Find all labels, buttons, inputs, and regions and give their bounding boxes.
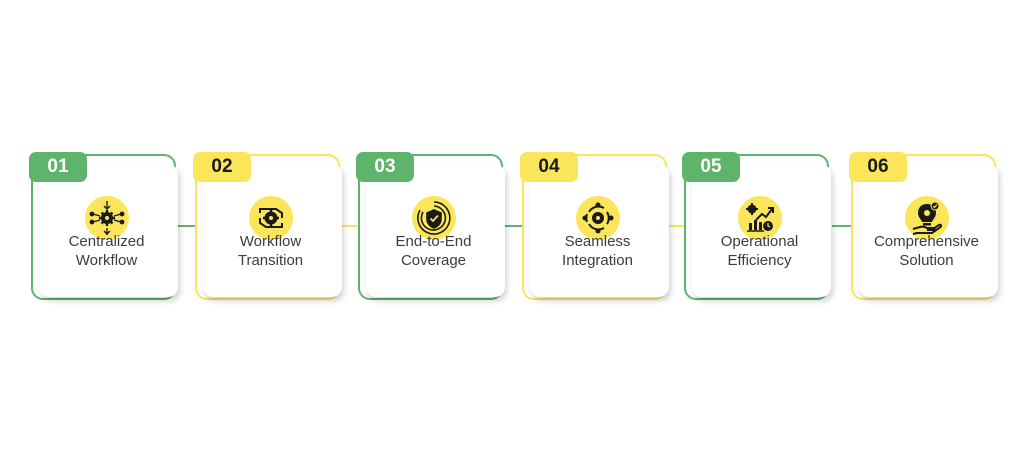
connector-1-2 (175, 225, 197, 227)
step-card-2: 02 Workflow Transition (193, 152, 342, 300)
step-number-badge: 03 (356, 152, 414, 182)
step-label: Operational Efficiency (688, 232, 831, 270)
lightbulb-hand-icon (904, 196, 949, 240)
step-label-line1: Centralized (68, 233, 145, 250)
step-label: Workflow Transition (199, 232, 342, 270)
step-label-line2: Coverage (400, 252, 467, 269)
step-number-badge: 06 (849, 152, 907, 182)
step-label: Comprehensive Solution (855, 232, 998, 270)
step-label-line1: Comprehensive (873, 233, 980, 250)
step-number-badge: 02 (193, 152, 251, 182)
step-label-line1: Workflow (239, 233, 302, 250)
integration-cycle-icon (575, 196, 620, 240)
step-label-line1: Operational (720, 233, 799, 250)
step-label: Seamless Integration (526, 232, 669, 270)
step-card-4: 04 Seamless Integration (520, 152, 669, 300)
step-label: Centralized Workflow (35, 232, 178, 270)
step-card-6: 06 Comprehensive Solution (849, 152, 998, 300)
step-card-1: 01 (29, 152, 178, 300)
step-number-badge: 04 (520, 152, 578, 182)
step-label-line2: Integration (562, 252, 633, 269)
step-label-line2: Workflow (75, 252, 138, 269)
step-number-badge: 01 (29, 152, 87, 182)
step-card-5: 05 Operational Efficiency (682, 152, 831, 300)
step-number-badge: 05 (682, 152, 740, 182)
step-label: End-to-End Coverage (362, 232, 505, 270)
shield-coverage-icon (411, 196, 456, 240)
step-label-line1: Seamless (564, 233, 631, 250)
step-label-line2: Transition (237, 252, 304, 269)
connector-2-3 (338, 225, 360, 227)
transition-gear-icon (248, 196, 293, 240)
growth-chart-icon (737, 196, 782, 240)
connector-3-4 (502, 225, 524, 227)
connector-4-5 (666, 225, 688, 227)
step-label-line2: Efficiency (727, 252, 792, 269)
step-label-line1: End-to-End (395, 233, 472, 250)
connector-5-6 (832, 225, 854, 227)
network-gear-icon (84, 196, 129, 240)
step-label-line2: Solution (899, 252, 954, 269)
step-card-3: 03 End-to-End Coverage (356, 152, 505, 300)
